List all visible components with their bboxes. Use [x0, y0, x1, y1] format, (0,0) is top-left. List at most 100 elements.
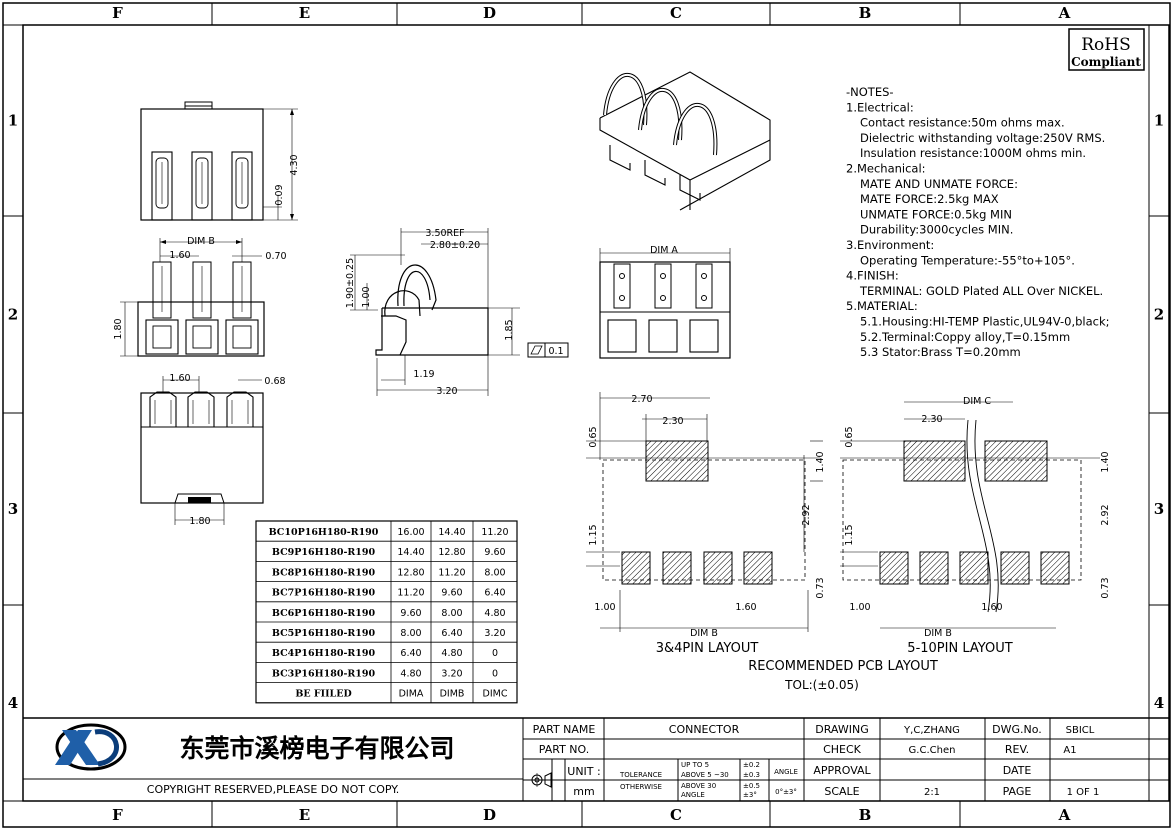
unit-label: UNIT : [567, 765, 600, 778]
dim-a-view: DIM A [599, 245, 731, 359]
dim-3-20: 3.20 [436, 386, 457, 397]
bottom-view: DIM B 1.60 0.70 1.80 [113, 236, 287, 357]
dwg-no-label: DWG.No. [992, 723, 1042, 736]
dim-1-19: 1.19 [413, 369, 434, 380]
dim-1-80-horizontal: 1.80 [189, 516, 210, 527]
title-block: 东莞市溪榜电子有限公司 COPYRIGHT RESERVED,PLEASE DO… [23, 717, 1169, 801]
table-cell: 16.00 [397, 527, 424, 538]
rev-value: A1 [1063, 745, 1076, 756]
layout-dim-2-70: 2.70 [631, 394, 652, 405]
layout-r-dim-2-92: 2.92 [1100, 504, 1111, 525]
table-cell: BC7P16H180-R190 [272, 588, 376, 599]
table-cell: 9.60 [441, 588, 462, 599]
layout-r-dim-1-15: 1.15 [844, 524, 855, 545]
table-cell: 11.20 [438, 567, 465, 578]
flatness-value: 0.1 [548, 346, 563, 357]
page-value: 1 OF 1 [1067, 787, 1100, 798]
table-cell: 0 [492, 668, 498, 679]
rear-view: 1.60 0.68 1.80 [140, 373, 286, 527]
column-letter-A: A [1058, 806, 1071, 824]
table-cell: BC9P16H180-R190 [272, 547, 376, 558]
layout-r-dim-0-65: 0.65 [844, 426, 855, 447]
dim-1-60-a: 1.60 [169, 250, 190, 261]
column-letter-E: E [299, 806, 310, 824]
table-cell: BC4P16H180-R190 [272, 648, 376, 659]
row-number-4: 4 [1154, 694, 1164, 712]
column-letter-C: C [670, 4, 682, 22]
tol-value-3: ±0.5 [743, 782, 760, 790]
column-letter-F: F [112, 4, 123, 22]
column-letter-C: C [670, 806, 682, 824]
angle-value: 0°±3° [775, 788, 797, 796]
table-cell: 4.80 [484, 608, 505, 619]
rev-label: REV. [1005, 743, 1029, 756]
part-name-label: PART NAME [533, 723, 596, 736]
note-line: Dielectric withstanding voltage:250V RMS… [860, 131, 1105, 145]
drawing-label: DRAWING [815, 723, 868, 736]
note-line: 5.2.Terminal:Coppy alloy,T=0.15mm [860, 330, 1070, 344]
table-cell: 3.20 [441, 668, 462, 679]
table-cell: 6.40 [484, 588, 505, 599]
table-cell: BC6P16H180-R190 [272, 608, 376, 619]
company-logo [55, 723, 127, 771]
table-cell: BC10P16H180-R190 [269, 527, 379, 538]
tol-range-4: ANGLE [681, 791, 705, 799]
note-line: MATE FORCE:2.5kg MAX [860, 192, 999, 206]
notes-block: -NOTES-1.Electrical:Contact resistance:5… [846, 85, 1110, 359]
column-letter-D: D [483, 4, 496, 22]
note-line: Durability:3000cycles MIN. [860, 223, 1013, 237]
note-line: MATE AND UNMATE FORCE: [860, 177, 1018, 191]
layout-dim-2-30: 2.30 [662, 416, 683, 427]
dim-1-90: 1.90±0.25 [345, 258, 356, 308]
layout-dim-2-92: 2.92 [801, 504, 812, 525]
dim-1-85: 1.85 [504, 319, 515, 340]
table-cell: BC8P16H180-R190 [272, 567, 376, 578]
layout-5-10pin-title: 5-10PIN LAYOUT [907, 641, 1012, 656]
table-cell: 6.40 [441, 628, 462, 639]
dim-2-80: 2.80±0.20 [430, 240, 480, 251]
otherwise-label: OTHERWISE [620, 783, 662, 791]
note-line: TERMINAL: GOLD Plated ALL Over NICKEL. [859, 284, 1103, 298]
table-cell: DIMC [483, 689, 508, 700]
layout-dim-1-40: 1.40 [815, 451, 826, 472]
check-value: G.C.Chen [909, 745, 956, 756]
isometric-view [599, 71, 771, 211]
recommended-pcb-title: RECOMMENDED PCB LAYOUT [748, 659, 938, 674]
column-letter-F: F [112, 806, 123, 824]
dim-1-60-b: 1.60 [169, 373, 190, 384]
column-letter-D: D [483, 806, 496, 824]
layout-dim-c: DIM C [963, 396, 991, 407]
row-number-1: 1 [8, 112, 18, 130]
date-label: DATE [1003, 764, 1032, 777]
approval-label: APPROVAL [813, 764, 871, 777]
table-cell: 11.20 [397, 588, 424, 599]
layout-dim-1-00: 1.00 [594, 602, 615, 613]
check-label: CHECK [823, 743, 862, 756]
tol-range-2: ABOVE 5 ~30 [681, 771, 729, 779]
tolerance-label: TOLERANCE [619, 771, 662, 779]
note-line: 3.Environment: [846, 238, 934, 252]
layout-r-dim-0-73: 0.73 [1100, 577, 1111, 598]
angle-label: ANGLE [774, 768, 798, 776]
layout-r-dim-2-30: 2.30 [921, 414, 942, 425]
dim-a-label: DIM A [650, 245, 678, 256]
dim-3-50-ref: 3.50REF [425, 228, 464, 239]
rohs-label: RoHS [1081, 35, 1131, 55]
table-cell: BE FIILED [295, 689, 351, 700]
layout-r-dim-b: DIM B [924, 628, 952, 639]
note-line: Contact resistance:50m ohms max. [860, 116, 1065, 130]
table-cell: 0 [492, 648, 498, 659]
row-number-2: 2 [8, 306, 18, 324]
company-name: 东莞市溪榜电子有限公司 [179, 734, 454, 763]
table-cell: 8.00 [484, 567, 505, 578]
note-line: 5.MATERIAL: [846, 299, 918, 313]
drawing-value: Y,C,ZHANG [903, 725, 960, 736]
row-number-4: 4 [8, 694, 18, 712]
dim-0-09: 0.09 [274, 184, 285, 205]
unit-value: mm [573, 785, 594, 798]
